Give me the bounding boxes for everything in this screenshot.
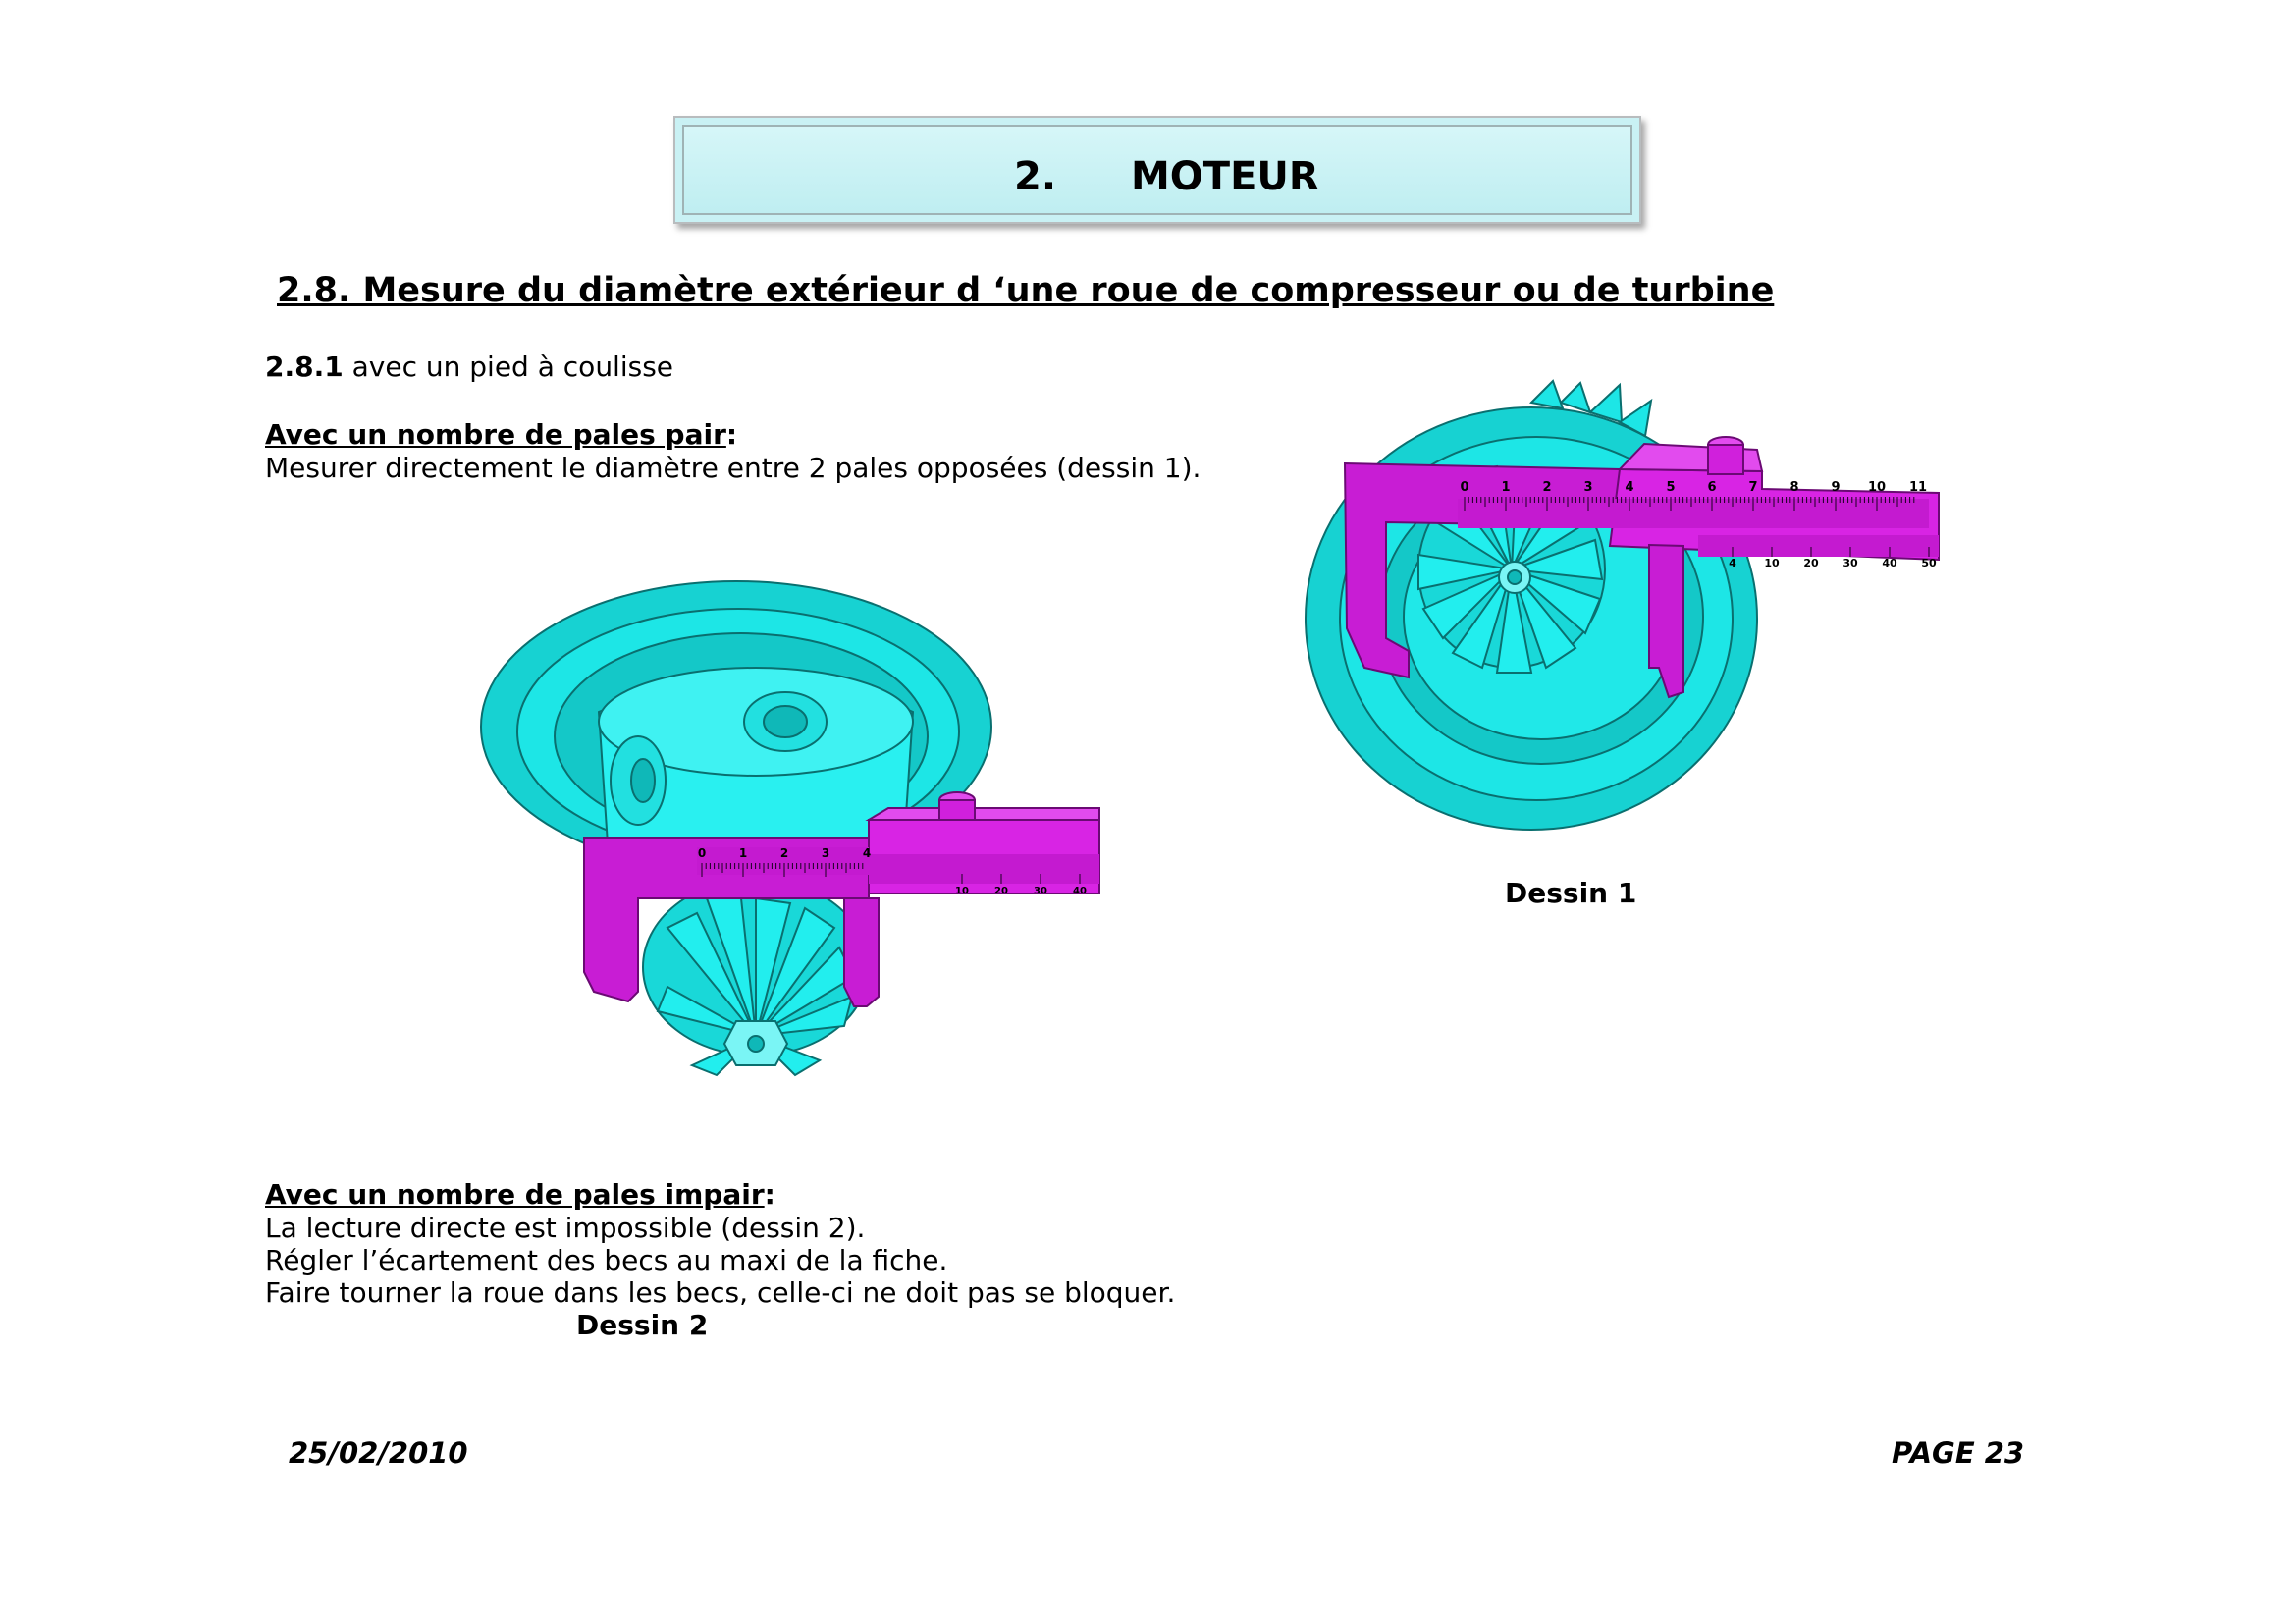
chapter-title: MOTEUR bbox=[1131, 154, 1319, 199]
odd-instruction-3: Faire tourner la roue dans les becs, cel… bbox=[265, 1276, 1176, 1309]
main-scale-label: 7 bbox=[1748, 480, 1757, 495]
even-instruction: Mesurer directement le diamètre entre 2 … bbox=[265, 452, 1201, 484]
vernier-scale-label: 10 bbox=[1764, 557, 1780, 569]
main-scale-label: 0 bbox=[1460, 480, 1468, 495]
odd-heading-colon: : bbox=[764, 1178, 775, 1211]
vernier-scale-label: 4 bbox=[1729, 557, 1736, 569]
compressor-wheel bbox=[642, 878, 870, 1077]
chapter-number: 2. bbox=[1014, 154, 1057, 199]
vernier-scale-label: 30 bbox=[1842, 557, 1858, 569]
main-scale-label: 3 bbox=[822, 846, 829, 860]
even-heading-colon: : bbox=[725, 418, 738, 451]
even-heading-line: Avec un nombre de pales pair: bbox=[265, 418, 737, 451]
vernier-scale-label: 30 bbox=[1034, 886, 1047, 896]
caliper-1-scale: 0 1 2 3 4 5 6 7 8 9 10 11 4 10 20 30 40 50 bbox=[1460, 480, 1937, 569]
main-scale-label: 8 bbox=[1789, 480, 1798, 495]
subsection-line: 2.8.1 avec un pied à coulisse bbox=[265, 351, 673, 383]
main-scale-label: 2 bbox=[780, 846, 788, 860]
chapter-title-box: 2. MOTEUR bbox=[673, 116, 1641, 224]
subsection-text: avec un pied à coulisse bbox=[343, 351, 674, 383]
footer-date: 25/02/2010 bbox=[289, 1436, 468, 1470]
main-scale-label: 4 bbox=[1625, 480, 1633, 495]
odd-instruction-2: Régler l’écartement des becs au maxi de … bbox=[265, 1244, 948, 1276]
footer-page-number: PAGE 23 bbox=[1892, 1436, 2025, 1470]
drawing-1-illustration: 0 1 2 3 4 5 6 7 8 9 10 11 4 10 20 30 40 50 bbox=[1305, 379, 1940, 831]
main-scale-label: 4 bbox=[863, 846, 871, 860]
even-blades-heading: Avec un nombre de pales pair bbox=[265, 418, 726, 451]
vernier-scale-label: 50 bbox=[1921, 557, 1937, 569]
odd-heading-line: Avec un nombre de pales impair: bbox=[265, 1178, 775, 1211]
main-scale-label: 6 bbox=[1707, 480, 1716, 495]
caliper-2-scale: 0 1 2 3 4 10 20 30 40 bbox=[698, 846, 1087, 896]
main-scale-label: 9 bbox=[1831, 480, 1840, 495]
main-scale-label: 1 bbox=[1501, 480, 1510, 495]
odd-blades-heading: Avec un nombre de pales impair bbox=[265, 1178, 765, 1211]
caliper-1 bbox=[1343, 436, 1940, 699]
section-heading: 2.8. Mesure du diamètre extérieur d ‘une… bbox=[277, 271, 1775, 310]
subsection-number: 2.8.1 bbox=[265, 351, 344, 383]
vernier-scale-label: 20 bbox=[1803, 557, 1819, 569]
main-scale-label: 2 bbox=[1542, 480, 1551, 495]
center-housing bbox=[597, 667, 915, 860]
drawing-2-caption: Dessin 2 bbox=[576, 1309, 709, 1341]
main-scale-label: 3 bbox=[1583, 480, 1592, 495]
chapter-title-inner: 2. MOTEUR bbox=[682, 125, 1632, 215]
drawing-1-caption: Dessin 1 bbox=[1505, 877, 1637, 909]
rear-blades bbox=[1528, 379, 1653, 438]
main-scale-label: 1 bbox=[739, 846, 747, 860]
caliper-2 bbox=[583, 791, 1100, 1007]
vernier-scale-label: 10 bbox=[955, 886, 969, 896]
main-scale-label: 5 bbox=[1666, 480, 1675, 495]
main-scale-label: 11 bbox=[1909, 480, 1927, 495]
vernier-scale-label: 20 bbox=[994, 886, 1008, 896]
main-scale-label: 0 bbox=[698, 846, 706, 860]
vernier-scale-label: 40 bbox=[1882, 557, 1897, 569]
drawing-2-illustration: 0 1 2 3 4 10 20 30 40 bbox=[480, 580, 1100, 1077]
vernier-scale-label: 40 bbox=[1073, 886, 1087, 896]
odd-instruction-1: La lecture directe est impossible (dessi… bbox=[265, 1212, 866, 1244]
main-scale-label: 10 bbox=[1868, 480, 1886, 495]
